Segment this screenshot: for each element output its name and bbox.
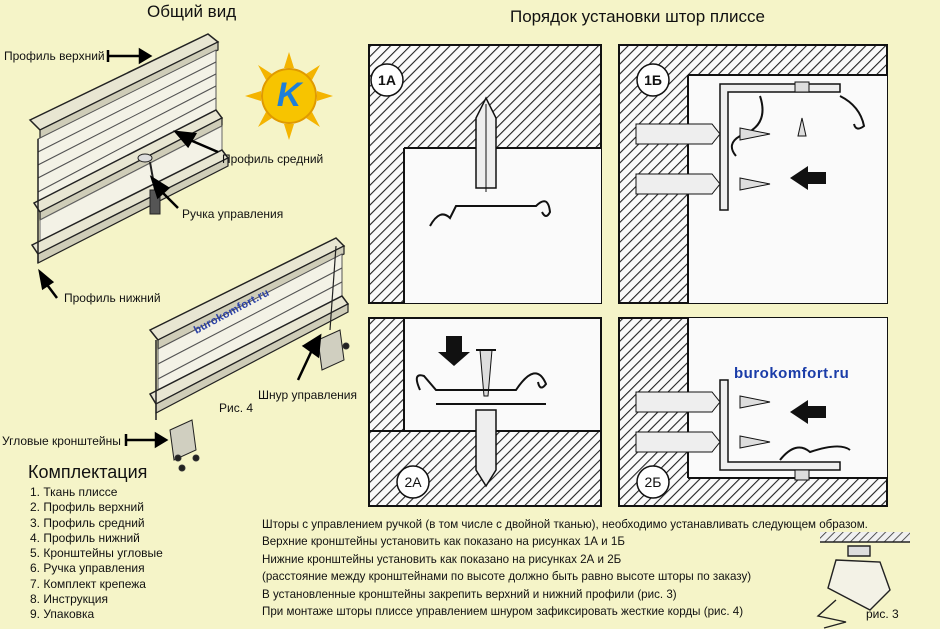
panel-label-2a: 2А [404, 474, 422, 490]
right-title: Порядок установки штор плиссе [510, 7, 766, 26]
left-title: Общий вид [147, 2, 237, 21]
kit-heading: Комплектация [28, 462, 148, 482]
label-top-profile: Профиль верхний [4, 49, 105, 63]
label-fig4: Рис. 4 [219, 401, 254, 415]
panel-label-1a: 1А [378, 72, 396, 88]
panel-1b [618, 44, 888, 304]
instruction-line: Верхние кронштейны установить как показа… [262, 535, 625, 549]
label-pointers-upper [38, 47, 219, 299]
instruction-line: Шторы с управлением ручкой (в том числе … [262, 518, 868, 531]
fig3-label: рис. 3 [866, 607, 899, 621]
kit-list: 1. Ткань плиссе 2. Профиль верхний 3. Пр… [30, 485, 163, 623]
panel-label-1b: 1Б [644, 72, 662, 88]
instructions: Шторы с управлением ручкой (в том числе … [262, 516, 868, 620]
label-middle-profile: Профиль средний [222, 152, 324, 166]
fig3-drawing [816, 532, 910, 629]
kit-item: 2. Профиль верхний [30, 500, 144, 515]
blind-illustration-upper [28, 33, 230, 264]
kit-item: 5. Кронштейны угловые [30, 546, 163, 561]
label-cord: Шнур управления [258, 388, 357, 402]
kit-item: 8. Инструкция [30, 592, 108, 607]
kit-item: 7. Комплект крепежа [30, 576, 146, 591]
right-watermark: burokomfort.ru [734, 365, 850, 382]
kit-item: 1. Ткань плиссе [30, 485, 118, 499]
blind-illustration-lower [148, 237, 350, 472]
kit-item: 3. Профиль средний [30, 515, 145, 530]
label-bottom-profile: Профиль нижний [64, 291, 161, 305]
label-pointers-lower [124, 333, 322, 449]
kit-item: 6. Ручка управления [30, 561, 145, 576]
instruction-line: (расстояние между кронштейнами по высоте… [262, 570, 752, 584]
label-handle: Ручка управления [182, 207, 284, 221]
kit-item: 4. Профиль нижний [30, 530, 140, 545]
panel-2a [368, 317, 602, 507]
panel-1a [368, 44, 602, 304]
instruction-line: Нижние кронштейны установить как показан… [262, 552, 622, 566]
sun-logo [245, 52, 333, 140]
panel-label-2b: 2Б [644, 474, 662, 490]
instruction-line: В установленные кронштейны закрепить вер… [262, 587, 677, 601]
sun-logo-letter: K [276, 76, 302, 114]
panel-2b [618, 317, 888, 507]
kit-item: 9. Упаковка [30, 607, 95, 622]
instruction-line: При монтаже шторы плиссе управлением шну… [262, 605, 744, 619]
label-corner-brackets: Угловые кронштейны [2, 434, 121, 448]
